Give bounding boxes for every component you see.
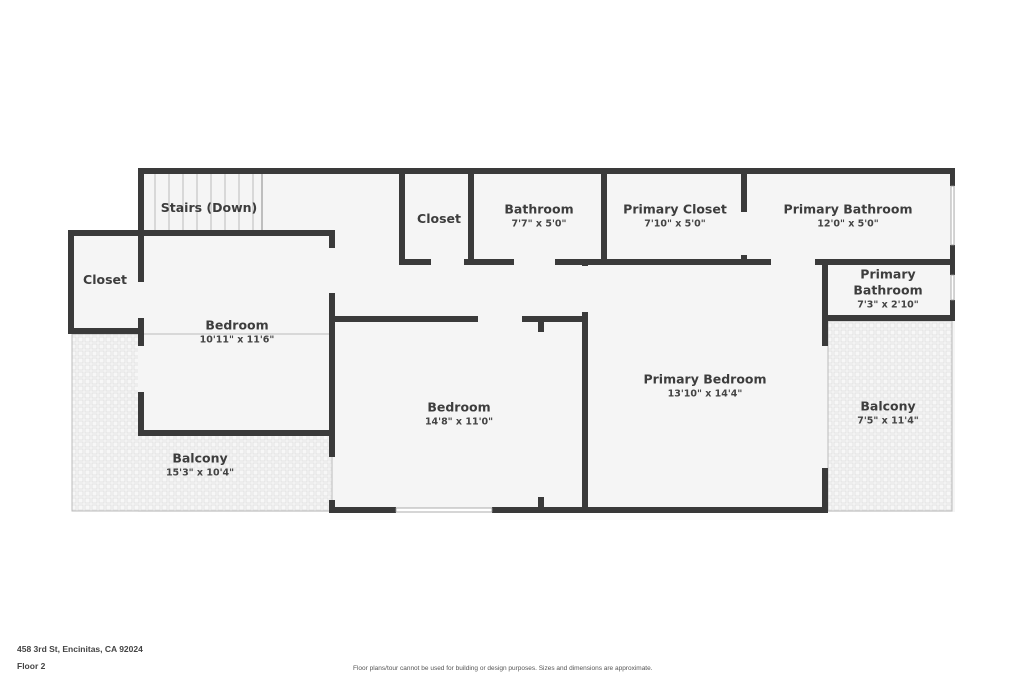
room-name: Stairs (Down) — [160, 200, 258, 215]
room-dims: 14'8" x 11'0" — [424, 416, 494, 428]
stair-treads — [154, 174, 263, 230]
room-name: Bedroom — [427, 399, 491, 415]
room-dims: 15'3" x 10'4" — [165, 467, 235, 479]
room-dims: 10'11" x 11'6" — [199, 334, 275, 346]
room-dims: 7'3" x 2'10" — [857, 299, 919, 311]
windows — [395, 185, 955, 513]
room-dims: 13'10" x 14'4" — [667, 388, 743, 400]
room-dims: 7'10" x 5'0" — [644, 218, 706, 230]
room-name: Bedroom — [205, 317, 269, 333]
room-name: Closet — [83, 272, 127, 287]
room-name: Bathroom — [504, 201, 574, 217]
room-dims: 7'7" x 5'0" — [511, 218, 567, 230]
room-name: Primary Bathroom — [853, 266, 923, 298]
room-name: Balcony — [172, 450, 228, 466]
room-name: Closet — [417, 211, 461, 226]
balcony-tiles — [72, 321, 952, 511]
disclaimer: Floor plans/tour cannot be used for buil… — [353, 665, 653, 672]
floor-label: Floor 2 — [17, 661, 46, 671]
room-name: Primary Closet — [623, 201, 727, 217]
room-name: Primary Bathroom — [783, 201, 913, 217]
room-closet-top: Closet — [417, 211, 461, 227]
walls — [68, 168, 955, 513]
room-stairs: Stairs (Down) — [161, 200, 258, 216]
address: 458 3rd St, Encinitas, CA 92024 — [17, 644, 143, 654]
room-dims: 7'5" x 11'4" — [857, 415, 919, 427]
room-name: Balcony — [860, 398, 916, 414]
room-name: Primary Bedroom — [643, 371, 767, 387]
room-dims: 12'0" x 5'0" — [817, 218, 879, 230]
room-closet-left: Closet — [83, 272, 127, 288]
